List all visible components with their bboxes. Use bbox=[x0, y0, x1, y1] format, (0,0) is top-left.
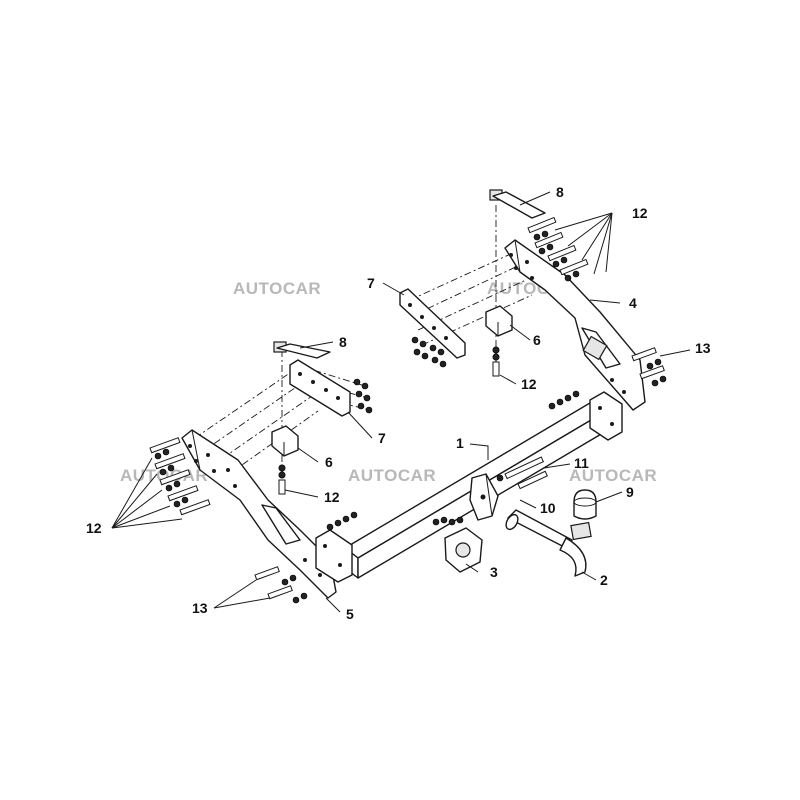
callout-12-left-bolt: 12 bbox=[324, 489, 340, 505]
callout-12-left-fan: 12 bbox=[86, 520, 102, 536]
callout-13-right: 13 bbox=[695, 340, 711, 356]
part-12-bolts-left bbox=[149, 437, 211, 516]
part-1-cross-beam bbox=[315, 390, 623, 583]
part-3-socket-plate bbox=[432, 516, 483, 573]
part-7-clamp-plate-left bbox=[289, 359, 373, 417]
watermark-right: AUTOCAR bbox=[569, 466, 657, 485]
callout-6-left: 6 bbox=[325, 454, 333, 470]
callout-7-left: 7 bbox=[378, 430, 386, 446]
callout-13-left: 13 bbox=[192, 600, 208, 616]
part-13-bolts-right bbox=[631, 347, 667, 387]
callout-labels: 8 12 4 7 6 12 13 8 7 6 12 1 11 10 9 2 3 … bbox=[86, 184, 711, 622]
callout-5: 5 bbox=[346, 606, 354, 622]
callout-7-right: 7 bbox=[367, 275, 375, 291]
part-8-strap-left bbox=[273, 341, 331, 359]
part-5-left-bracket bbox=[181, 429, 337, 599]
callout-2: 2 bbox=[600, 572, 608, 588]
part-12-bolts-top-right bbox=[527, 216, 589, 282]
part-9-ball-cap bbox=[573, 489, 597, 520]
part-6-small-bracket-right bbox=[485, 305, 513, 377]
part-13-bolts-left bbox=[254, 566, 308, 604]
part-8-strap-right bbox=[489, 189, 546, 219]
part-6-small-bracket-left bbox=[271, 425, 299, 495]
callout-6-right: 6 bbox=[533, 332, 541, 348]
part-4-right-bracket bbox=[504, 239, 646, 411]
callout-11: 11 bbox=[574, 455, 589, 471]
leader-lines bbox=[111, 191, 691, 613]
watermark-center: AUTOCAR bbox=[348, 466, 436, 485]
callout-10: 10 bbox=[540, 500, 556, 516]
callout-8-top: 8 bbox=[556, 184, 564, 200]
part-10-pin bbox=[517, 470, 548, 490]
callout-8-left: 8 bbox=[339, 334, 347, 350]
callout-12-right: 12 bbox=[521, 376, 537, 392]
watermark-top-left: AUTOCAR bbox=[233, 279, 321, 298]
callout-4: 4 bbox=[629, 295, 637, 311]
callout-3: 3 bbox=[490, 564, 498, 580]
part-7-clamp-plate-right bbox=[399, 288, 466, 368]
callout-12-top-right: 12 bbox=[632, 205, 648, 221]
part-2-tow-ball-arm bbox=[505, 509, 592, 577]
part-11-bolt bbox=[496, 456, 545, 482]
callout-1: 1 bbox=[456, 435, 464, 451]
callout-9: 9 bbox=[626, 484, 634, 500]
